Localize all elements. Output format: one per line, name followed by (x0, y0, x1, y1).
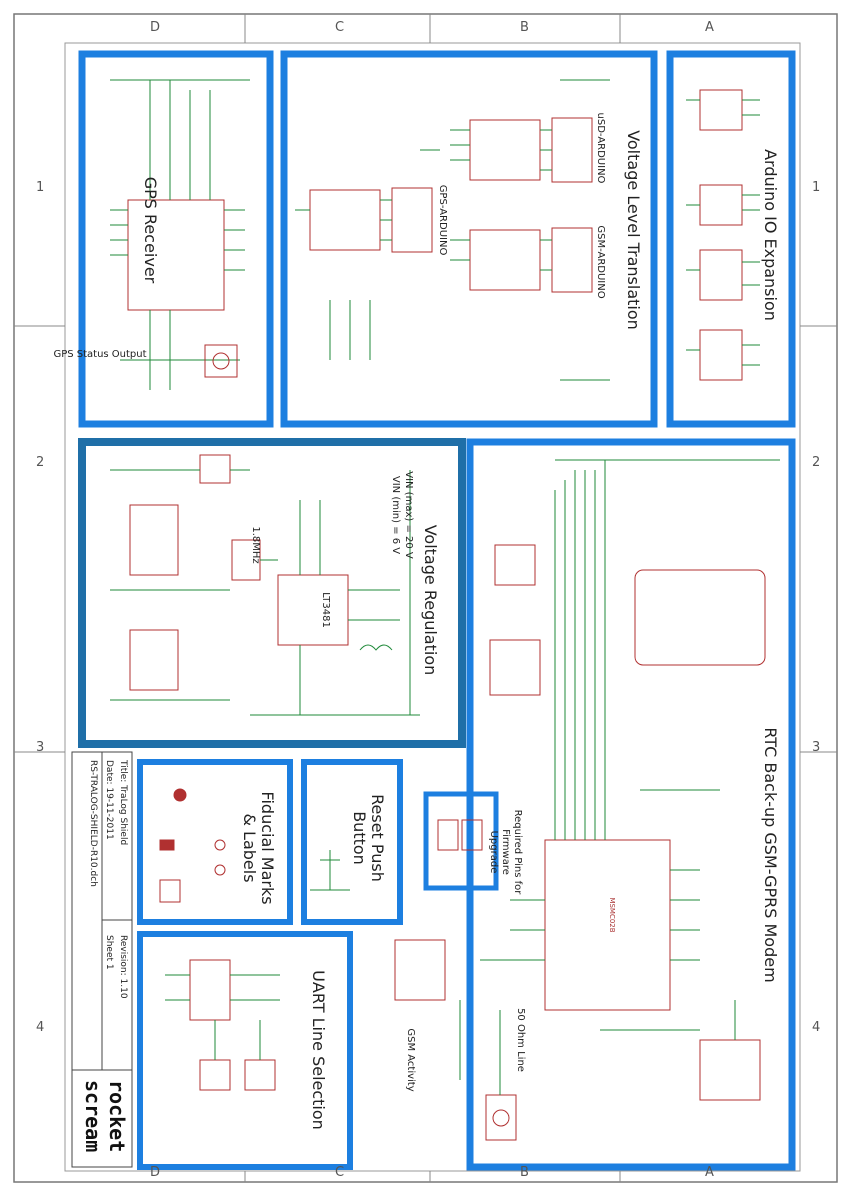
grid-letter-a-top: A (705, 20, 714, 35)
grid-number-1-left: 1 (36, 180, 45, 195)
fiducial-block-frame (137, 759, 293, 925)
grid-number-1-right: 1 (812, 180, 821, 195)
grid-letter-c-bottom: C (335, 1165, 345, 1180)
grid-number-2-left: 2 (36, 455, 45, 470)
gps-block-title: GPS Receiver (141, 176, 160, 284)
reset-block-title: Reset Push Button (350, 794, 387, 882)
tb-date: Date: 19-11-2011 (104, 760, 114, 840)
grid-letter-b-top: B (520, 20, 529, 35)
vlt-block-title: Voltage Level Translation (624, 130, 643, 330)
vin-max-label: VIN (max) = 20 V (403, 471, 414, 559)
vlt-gps-label: GPS-ARDUINO (437, 184, 448, 256)
gsm-activity-label: GSM Activity (405, 1028, 416, 1092)
reset-block-frame (301, 759, 403, 925)
gps-status-output-label: GPS Status Output (53, 349, 147, 360)
grid-number-4-right: 4 (812, 1020, 821, 1035)
grid-number-2-right: 2 (812, 455, 821, 470)
tb-file: RS-TRALOG-SHIELD-R10.dch (88, 760, 98, 887)
grid-number-4-left: 4 (36, 1020, 45, 1035)
grid-number-3-right: 3 (812, 740, 821, 755)
fifty-ohm-line-label: 50 Ohm Line (515, 1008, 526, 1072)
modem-ic-label: MSMC02B (608, 897, 616, 933)
modem-block-title: RTC Back-up GSM-GPRS Modem (761, 727, 780, 983)
vin-min-label: VIN (min) = 6 V (390, 475, 401, 555)
grid-letter-d-bottom: D (150, 1165, 161, 1180)
vreg-block-title: Voltage Regulation (421, 524, 440, 676)
grid-letter-b-bottom: B (520, 1165, 529, 1180)
arduino-block-frame (666, 50, 796, 428)
vlt-gsm-label: GSM-ARDUINO (595, 225, 606, 299)
gps-block-frame (78, 50, 274, 428)
vreg-block-frame (78, 438, 466, 748)
grid-letter-a-bottom: A (705, 1165, 714, 1180)
grid-number-3-left: 3 (36, 740, 45, 755)
logo-rocket: rocket (105, 1080, 129, 1153)
vlt-usd-label: uSD-ARDUINO (595, 112, 606, 184)
fiducial-block-title: Fiducial Marks & Labels (240, 791, 277, 905)
tb-revision: Revision: 1.10 (118, 935, 128, 999)
tb-sheet: Sheet 1 (104, 935, 114, 970)
vlt-block-frame (280, 50, 658, 428)
arduino-block-title: Arduino IO Expansion (761, 149, 780, 321)
vreg-freq-label: 1.8MHz (250, 526, 261, 564)
grid-letter-d-top: D (150, 20, 161, 35)
uart-block-frame (137, 931, 353, 1170)
uart-block-title: UART Line Selection (309, 970, 328, 1130)
firmware-block-frame (423, 791, 499, 891)
logo-scream: scream (81, 1080, 105, 1153)
modem-block-frame (466, 438, 796, 1171)
vreg-ic-label: LT3481 (320, 592, 331, 628)
firmware-pins-label: Required Pins for Firmware Upgrade (488, 809, 523, 895)
tb-title: Title: TraLog Shield (118, 760, 128, 846)
grid-letter-c-top: C (335, 20, 345, 35)
